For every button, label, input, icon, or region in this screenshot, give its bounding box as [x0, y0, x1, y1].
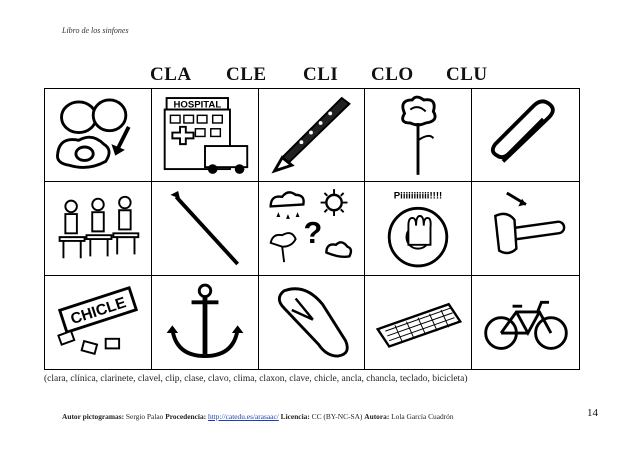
license-value: CC (BY-NC-SA)	[311, 412, 363, 421]
paperclip-icon	[490, 99, 555, 163]
pictogram-cell	[152, 275, 259, 369]
pictogram-cell: HOSPITAL	[151, 89, 259, 183]
svg-text:?: ?	[304, 215, 323, 250]
book-title: Libro de los sinfones	[62, 26, 129, 35]
pictogram-grid: HOSPITAL	[44, 88, 580, 370]
page-number: 14	[587, 407, 598, 419]
svg-text:HOSPITAL: HOSPITAL	[173, 100, 221, 111]
syllable-cle: CLE	[226, 64, 267, 85]
flip-flop-icon	[278, 287, 350, 358]
syllable-row: CLA CLE CLI CLO CLU	[0, 64, 638, 90]
pictogram-cell	[45, 182, 152, 276]
word-list: (clara, clínica, clarinete, clavel, clip…	[44, 374, 468, 384]
carnation-icon	[401, 95, 437, 175]
chewing-gum-icon: CHICLE	[57, 286, 138, 356]
pictogram-cell	[472, 276, 579, 369]
car-horn-icon: Piiiiiiiiiii!!!!	[388, 191, 449, 268]
weather-icon: ?	[269, 189, 353, 263]
pictogram-cell	[259, 275, 366, 369]
pictogram-cell	[365, 275, 473, 369]
pictogram-cell	[151, 182, 259, 276]
pictogram-cell	[472, 89, 579, 183]
pictogram-cell	[45, 89, 152, 183]
syllable-clo: CLO	[371, 64, 414, 85]
pictogram-cell: Piiiiiiiiiii!!!!	[365, 182, 473, 276]
nail-icon	[170, 191, 239, 266]
key-turn-icon	[493, 192, 565, 255]
svg-text:Piiiiiiiiiii!!!!: Piiiiiiiiiii!!!!	[394, 191, 442, 202]
pictogram-cell: ?	[258, 182, 366, 276]
pictogram-cell: CHICLE	[45, 275, 152, 369]
keyboard-icon	[376, 303, 463, 349]
author-value: Lola García Cuadrón	[391, 412, 454, 421]
eggs-icon	[55, 98, 131, 169]
source-link[interactable]: http://catedu.es/arasaac/	[208, 412, 279, 421]
syllable-clu: CLU	[446, 64, 488, 85]
syllable-cla: CLA	[150, 64, 192, 85]
bicycle-icon	[483, 301, 568, 351]
author-label: Autora:	[364, 412, 390, 421]
syllable-cli: CLI	[303, 64, 339, 85]
classroom-icon	[58, 196, 140, 259]
footer-credits: Autor pictogramas: Sergio Palao Proceden…	[62, 412, 542, 421]
license-label: Licencia:	[280, 412, 310, 421]
source-label: Procedencia:	[165, 412, 207, 421]
authors-value: Sergio Palao	[125, 412, 164, 421]
anchor-icon	[166, 283, 244, 359]
pictogram-cell	[365, 89, 473, 183]
pictogram-cell	[258, 89, 366, 183]
pictogram-cell	[472, 182, 579, 276]
clarinet-icon	[271, 96, 352, 174]
authors-label: Autor pictogramas:	[62, 412, 125, 421]
hospital-icon: HOSPITAL	[163, 97, 248, 175]
